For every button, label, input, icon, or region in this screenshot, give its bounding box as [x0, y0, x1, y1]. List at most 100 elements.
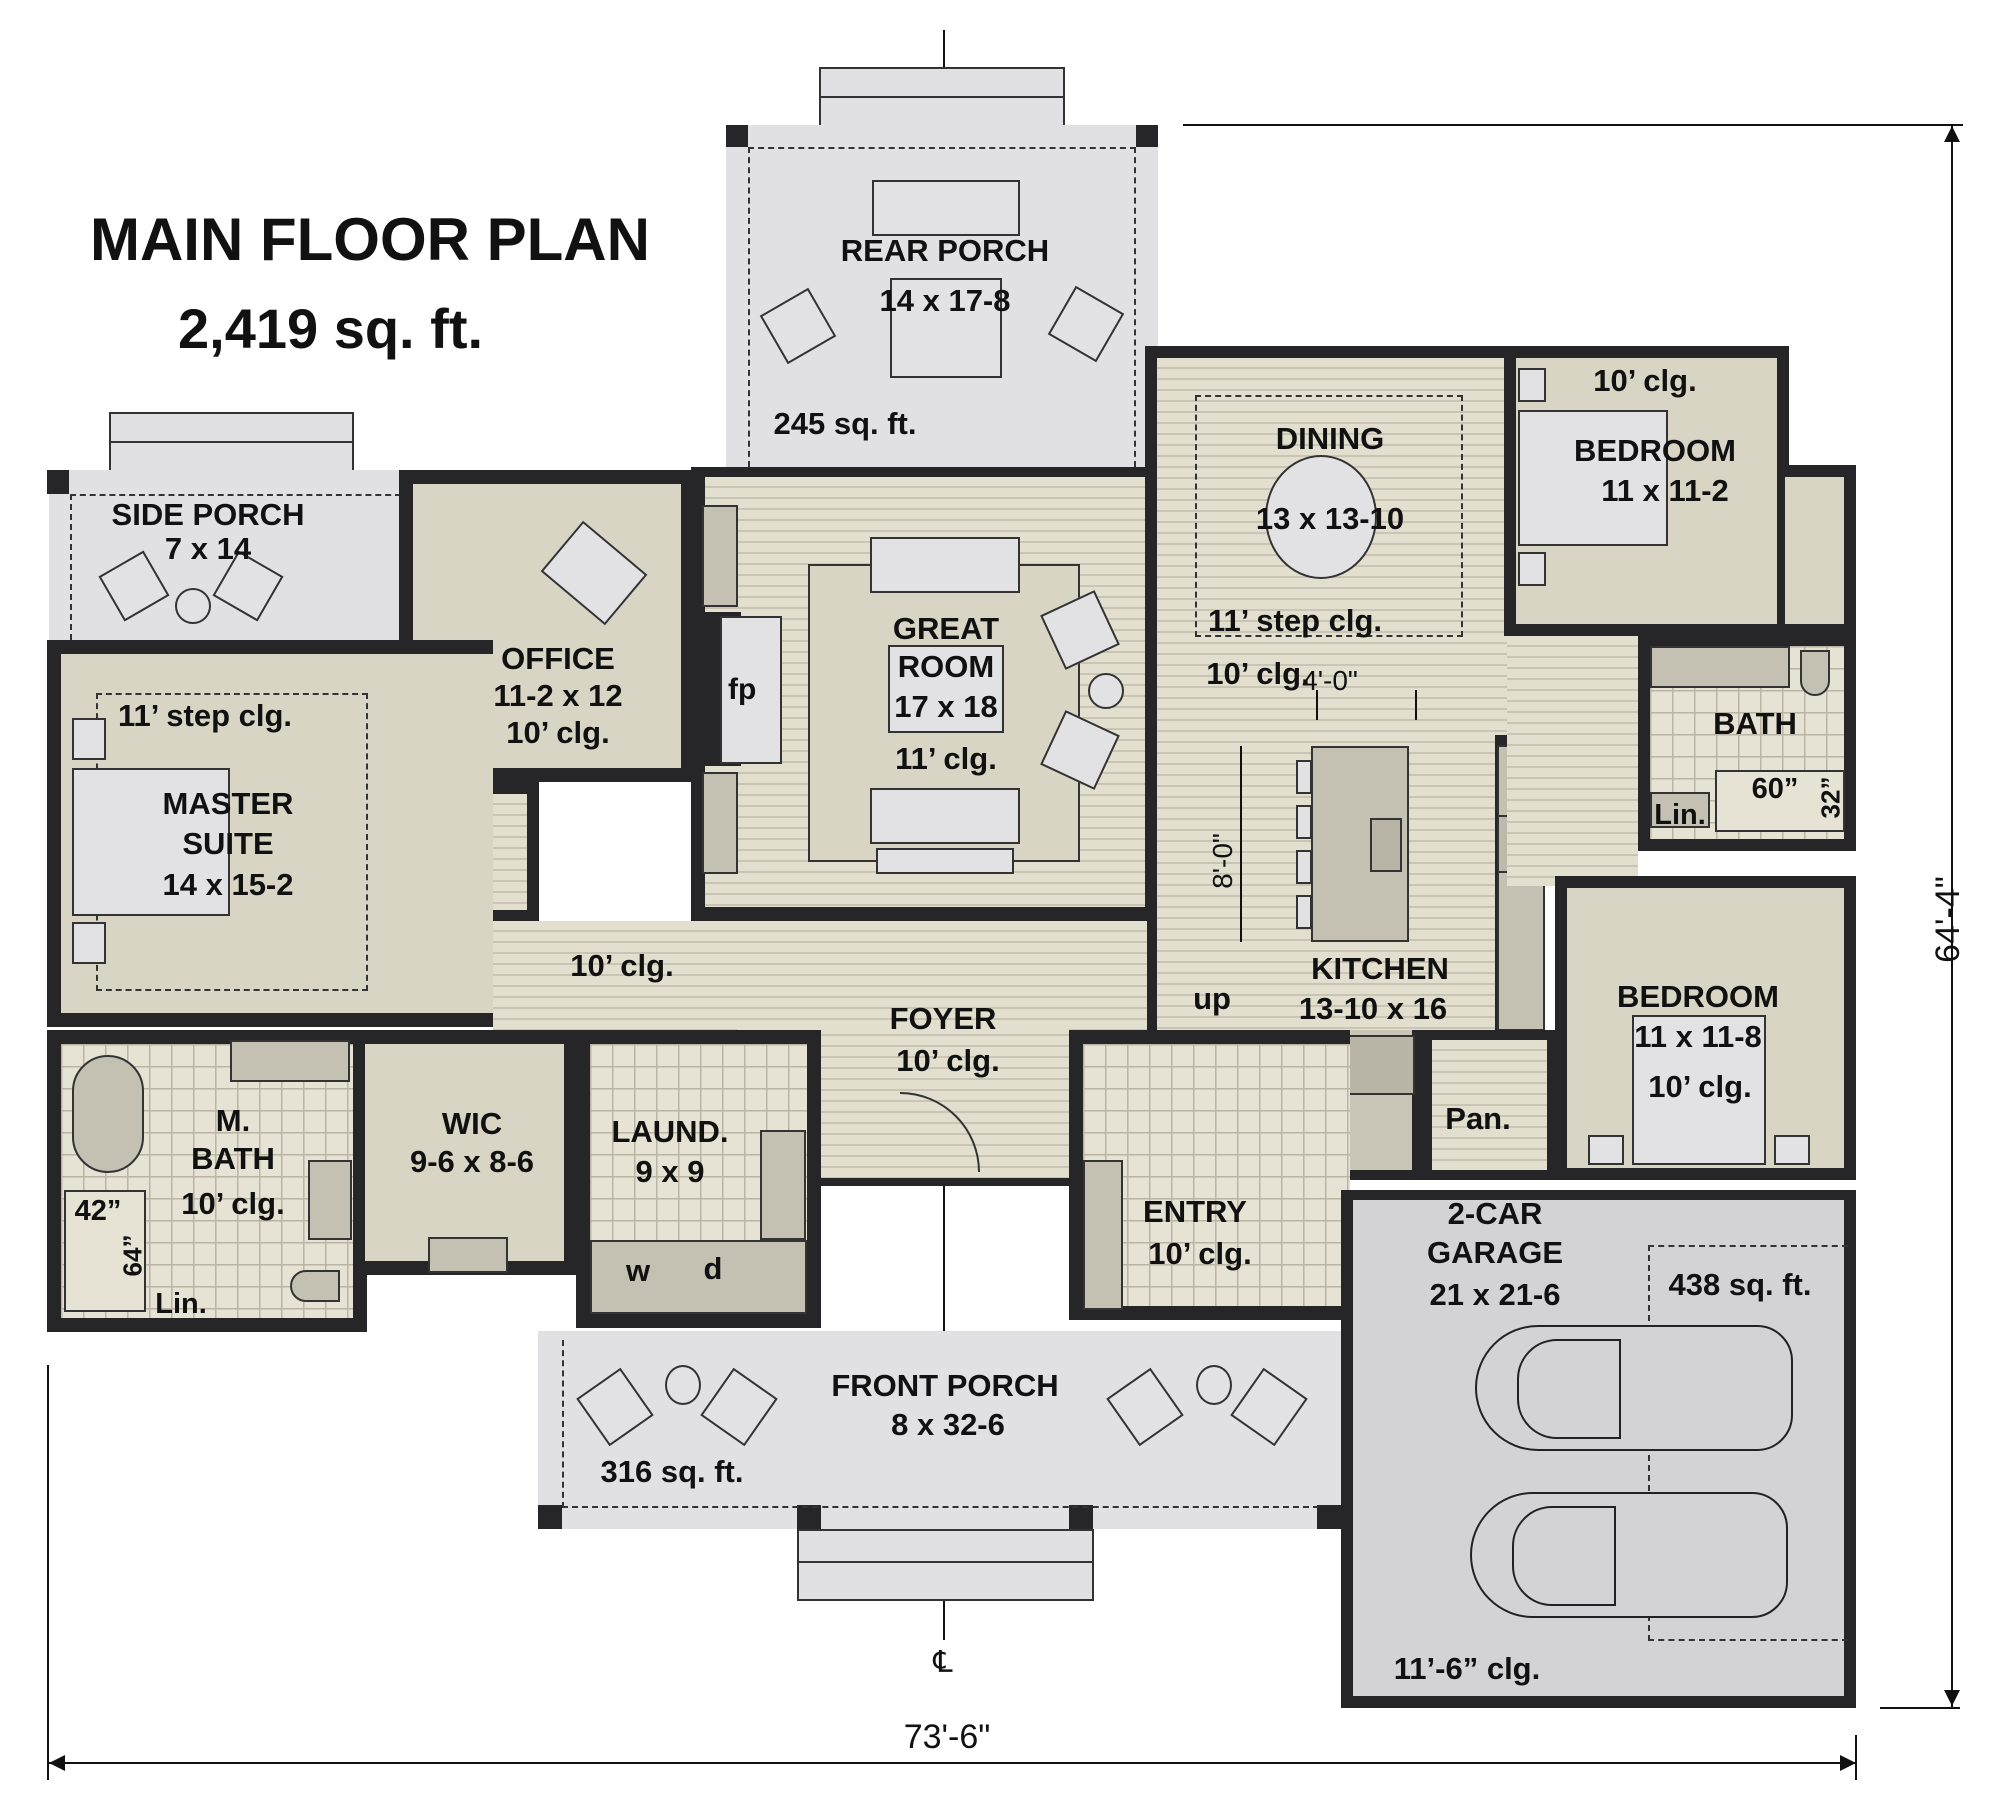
dining-name: DINING [1275, 421, 1385, 456]
arrow-left-icon [49, 1755, 65, 1771]
rear-porch-sofa [872, 180, 1020, 236]
depth-extension-bottom [1880, 1707, 1960, 1709]
built-in-shelf-upper [702, 505, 738, 607]
office-size: 11-2 x 12 [493, 678, 623, 713]
front-porch-steps [797, 1529, 1094, 1601]
dining-step-ceiling: 11’ step clg. [1207, 603, 1383, 638]
dining-ceiling: 10’ clg. [1206, 656, 1310, 691]
fireplace [720, 616, 782, 764]
side-porch-table [175, 588, 211, 624]
island-clearance-dimension: 4'-0" [1302, 665, 1358, 696]
dining-step-ceiling-outline [1195, 395, 1463, 637]
bath-name: BATH [1713, 706, 1797, 741]
bedroom-hall [1507, 636, 1638, 886]
master-name-2: SUITE [182, 826, 274, 861]
master-bath-ceiling: 10’ clg. [181, 1186, 285, 1221]
foyer-name: FOYER [889, 1001, 997, 1036]
master-shower-width: 42” [74, 1195, 122, 1227]
garage-area: 438 sq. ft. [1668, 1267, 1812, 1302]
entry-bench [1083, 1160, 1123, 1310]
office-name: OFFICE [501, 641, 615, 676]
bedroom-2-name: BEDROOM [1617, 979, 1779, 1014]
nightstand [1518, 368, 1546, 402]
side-porch [49, 470, 401, 642]
great-room-side-table [1088, 673, 1124, 709]
entry-name: ENTRY [1143, 1194, 1247, 1229]
fireplace-label: fp [728, 673, 757, 706]
arrow-up-icon [1944, 126, 1960, 142]
rear-porch-steps [819, 67, 1065, 127]
dining-table [1265, 455, 1377, 579]
kitchen-size: 13-10 x 16 [1298, 991, 1448, 1026]
bedroom-1-name: BEDROOM [1574, 433, 1736, 468]
wic-size: 9-6 x 8-6 [409, 1144, 535, 1179]
great-room-sofa-top [870, 537, 1020, 593]
master-bed [72, 768, 230, 916]
stair-up-label: up [1193, 981, 1231, 1016]
pantry [1422, 1030, 1557, 1180]
front-porch [538, 1331, 1341, 1529]
dryer-label: d [703, 1251, 723, 1286]
great-room-ceiling: 11’ clg. [895, 741, 997, 776]
washer-label: w [625, 1253, 651, 1288]
side-porch-steps [109, 412, 354, 472]
bar-stool [1296, 850, 1312, 884]
master-vanity [230, 1040, 350, 1082]
nightstand [72, 718, 106, 760]
dining-size: 13 x 13-10 [1255, 501, 1405, 536]
great-room-sofa-bottom [870, 788, 1020, 844]
garage-size: 21 x 21-6 [1429, 1277, 1561, 1312]
nightstand [1774, 1135, 1810, 1165]
master-step-ceiling: 11’ step clg. [117, 698, 293, 733]
gallery-hall [493, 921, 1147, 1031]
side-porch-size: 7 x 14 [164, 531, 252, 566]
great-room-name-2: ROOM [897, 649, 995, 684]
walk-in-closet [365, 1030, 578, 1275]
width-extension-left [47, 1365, 49, 1780]
great-room-name-1: GREAT [892, 611, 1000, 646]
master-linen-label: Lin. [155, 1288, 207, 1320]
rear-porch-area: 245 sq. ft. [773, 406, 917, 441]
island-sink [1370, 818, 1402, 872]
arrow-down-icon [1944, 1690, 1960, 1706]
toilet-icon [290, 1270, 340, 1302]
master-bath-name-2: BATH [191, 1141, 275, 1176]
master-shower-depth: 64” [117, 1234, 148, 1277]
hall-ceiling: 10’ clg. [570, 948, 674, 983]
entry [1069, 1030, 1350, 1320]
bedroom-1-closet [1785, 465, 1856, 636]
bar-stool [1296, 760, 1312, 794]
nightstand [72, 922, 106, 964]
great-room-size: 17 x 18 [894, 689, 998, 724]
wic-bench [428, 1237, 508, 1273]
rear-porch-name: REAR PORCH [840, 233, 1050, 268]
depth-dimension-line [1951, 125, 1953, 1708]
kitchen-island [1311, 746, 1409, 942]
front-porch-area: 316 sq. ft. [600, 1454, 744, 1489]
laundry-name: LAUND. [611, 1114, 729, 1149]
front-porch-size: 8 x 32-6 [891, 1407, 1005, 1442]
width-extension-right [1855, 1735, 1857, 1780]
bedroom-1-bed [1518, 410, 1668, 546]
bedroom-2-bed [1632, 1015, 1766, 1165]
overall-width-label: 73'-6" [903, 1718, 991, 1756]
bath-shower [1715, 770, 1845, 832]
nightstand [1588, 1135, 1624, 1165]
plan-title: MAIN FLOOR PLAN [90, 206, 650, 273]
nightstand [1518, 552, 1546, 586]
bedroom-1-ceiling: 10’ clg. [1593, 363, 1697, 398]
bedroom-2-size: 11 x 11-8 [1634, 1019, 1762, 1054]
side-porch-name: SIDE PORCH [111, 497, 305, 532]
laundry-counter [590, 1240, 807, 1314]
garage-name-1: 2-CAR [1447, 1196, 1543, 1231]
depth-extension-top [1183, 124, 1963, 126]
rear-porch-table [890, 278, 1002, 378]
island-length-dimension-line [1240, 746, 1242, 942]
kitchen-name: KITCHEN [1311, 951, 1449, 986]
island-length-dimension: 8'-0" [1206, 833, 1238, 889]
pantry-label: Pan. [1445, 1101, 1511, 1136]
master-size: 14 x 15-2 [162, 867, 294, 902]
laundry-size: 9 x 9 [635, 1154, 705, 1189]
master-shower [64, 1190, 146, 1312]
front-porch-outline [562, 1340, 1319, 1508]
